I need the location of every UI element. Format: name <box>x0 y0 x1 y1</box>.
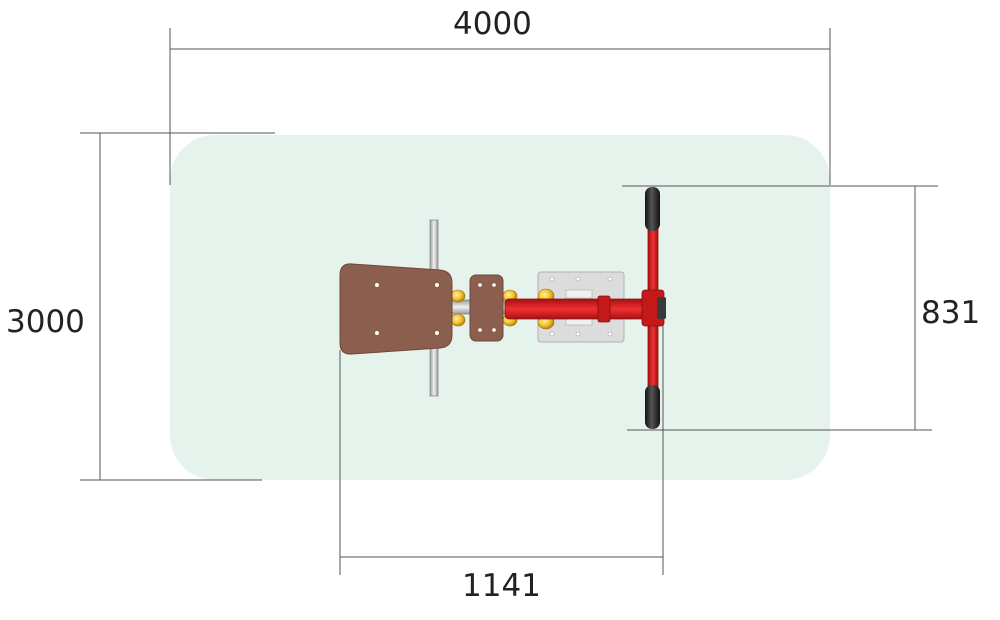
handlebar-span-label: 831 <box>921 295 981 331</box>
plate-bracket-top <box>565 289 593 299</box>
seat-to-handle-label: 1141 <box>462 568 541 604</box>
back-pad-bolts <box>478 283 496 332</box>
red-frame-collar <box>597 295 611 323</box>
seat-pad <box>339 263 453 355</box>
seat-bolts <box>375 283 439 335</box>
handlebar-clamp <box>657 297 666 319</box>
grip-bottom <box>645 385 660 429</box>
back-pad <box>469 274 504 342</box>
overall-depth-label: 3000 <box>6 304 85 340</box>
red-frame-arm <box>504 298 656 320</box>
fitness-equipment <box>339 187 666 429</box>
overall-width-label: 4000 <box>453 6 532 42</box>
dimension-lines <box>80 28 938 575</box>
grip-top <box>645 187 660 231</box>
plate-bolts <box>549 276 613 337</box>
